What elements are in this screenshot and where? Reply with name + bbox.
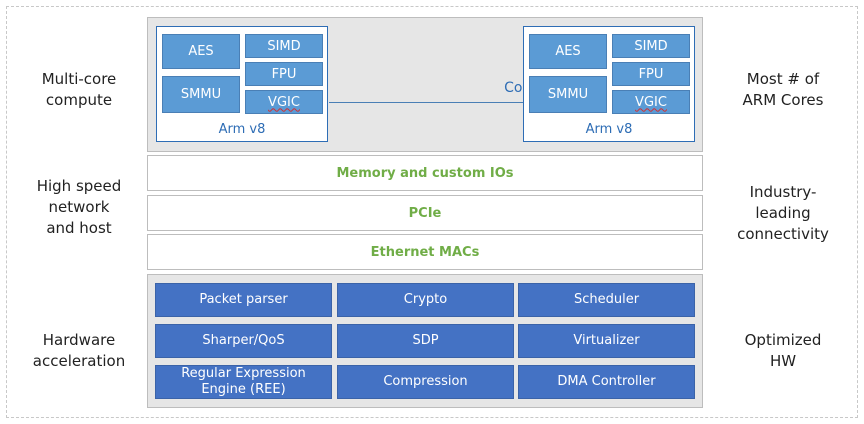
label-high-speed-network: High speed network and host [36, 177, 122, 237]
smmu-block: SMMU [529, 76, 607, 113]
vgic-block: VGIC [612, 90, 690, 114]
dma-controller-block: DMA Controller [518, 365, 695, 399]
core-complex-panel: AES SMMU SIMD FPU VGIC Arm v8 Core compl… [147, 17, 703, 152]
sharper-qos-block: Sharper/QoS [155, 324, 332, 358]
label-most-arm-cores: Most # of ARM Cores [742, 70, 824, 109]
label-hardware-acceleration: Hardware acceleration [32, 331, 126, 370]
hardware-acceleration-panel: Packet parser Crypto Scheduler Sharper/Q… [147, 274, 703, 408]
vgic-block: VGIC [245, 90, 323, 114]
compression-block: Compression [337, 365, 514, 399]
diagram-frame [6, 6, 858, 418]
aes-block: AES [529, 34, 607, 69]
ethernet-macs-band: Ethernet MACs [147, 234, 703, 270]
vgic-label: VGIC [268, 94, 300, 110]
label-multi-core-compute: Multi-core compute [41, 70, 117, 109]
scheduler-block: Scheduler [518, 283, 695, 317]
crypto-block: Crypto [337, 283, 514, 317]
arm-v8-label: Arm v8 [218, 122, 266, 137]
smmu-block: SMMU [162, 76, 240, 113]
simd-block: SIMD [612, 34, 690, 58]
vgic-label: VGIC [635, 94, 667, 110]
memory-custom-ios-band: Memory and custom IOs [147, 155, 703, 191]
sdp-block: SDP [337, 324, 514, 358]
simd-block: SIMD [245, 34, 323, 58]
arm-v8-right: AES SMMU SIMD FPU VGIC Arm v8 [523, 26, 695, 142]
arm-v8-label: Arm v8 [585, 122, 633, 137]
virtualizer-block: Virtualizer [518, 324, 695, 358]
fpu-block: FPU [612, 62, 690, 86]
aes-block: AES [162, 34, 240, 69]
core-link-line [329, 102, 523, 103]
regex-engine-block: Regular Expression Engine (REE) [155, 365, 332, 399]
label-industry-connectivity: Industry- leading connectivity [737, 183, 829, 243]
label-optimized-hw: Optimized HW [744, 331, 822, 370]
pcie-band: PCIe [147, 195, 703, 231]
packet-parser-block: Packet parser [155, 283, 332, 317]
fpu-block: FPU [245, 62, 323, 86]
arm-v8-left: AES SMMU SIMD FPU VGIC Arm v8 [156, 26, 328, 142]
